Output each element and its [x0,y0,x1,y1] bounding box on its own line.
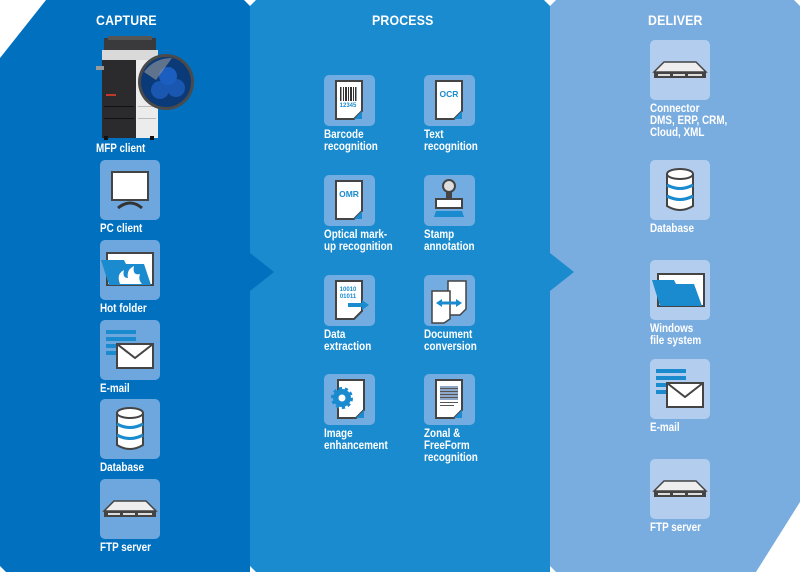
svg-text:OMR: OMR [339,189,359,199]
email-icon [656,369,704,408]
capture-tile [100,240,160,300]
process-item-label: Optical mark-up recognition [324,229,393,253]
zonal-document-icon [435,379,463,419]
capture-tile [100,320,160,380]
deliver-item-ftp-server: FTP server [650,459,760,534]
ocr-document-icon: OCR [435,80,463,120]
deliver-item-label: Database [650,223,694,235]
svg-text:01011: 01011 [340,294,357,300]
deliver-title: DELIVER [648,12,703,28]
deliver-tile [650,40,710,100]
capture-item-label: Database [100,462,144,474]
capture-item-hot-folder: Hot folder [100,240,210,315]
deliver-item-email: E-mail [650,359,760,434]
capture-item-ftp-server: FTP server [100,479,210,554]
process-tile [424,175,475,226]
gear-document-icon [331,379,365,419]
process-tile: 12345 [324,75,375,126]
deliver-tile [650,359,710,419]
mfp-printer-icon [96,36,194,140]
deliver-item-label: E-mail [650,422,680,434]
monitor-icon [111,171,149,210]
server-icon [102,500,158,517]
svg-text:10010: 10010 [340,287,357,293]
deliver-tile [650,459,710,519]
barcode-document-icon: 12345 [335,80,363,120]
stamp-icon [434,179,464,217]
process-to-deliver-arrow [550,253,574,291]
capture-item-label: Hot folder [100,303,147,315]
document-conversion-icon [431,280,467,324]
deliver-item-database: Database [650,160,760,235]
capture-item-label: FTP server [100,542,151,554]
database-icon [666,168,694,211]
server-icon [652,480,708,497]
folder-icon [652,273,705,307]
deliver-tile [650,160,710,220]
process-item-omr: OMR Optical mark-up recognition [324,175,434,253]
process-tile [324,374,375,425]
process-title: PROCESS [372,12,434,28]
process-tile: 10010 01011 [324,275,375,326]
data-extraction-icon: 10010 01011 [335,280,369,320]
capture-column: CAPTURE [0,0,250,572]
svg-text:12345: 12345 [340,103,357,109]
capture-item-label: E-mail [100,383,130,395]
deliver-item-label: FTP server [650,522,701,534]
process-tile [424,275,475,326]
capture-item-email: E-mail [100,320,210,395]
process-tile: OMR [324,175,375,226]
capture-title: CAPTURE [96,12,157,28]
server-icon [652,61,708,78]
process-tile: OCR [424,75,475,126]
capture-item-database: Database [100,399,210,474]
hot-folder-icon [101,252,154,286]
omr-document-icon: OMR [335,180,363,220]
capture-tile [100,160,160,220]
process-tile [424,374,475,425]
deliver-tile [650,260,710,320]
svg-text:OCR: OCR [440,89,459,99]
database-icon [116,407,144,450]
email-icon [106,330,154,369]
capture-tile [100,399,160,459]
capture-tile [100,479,160,539]
capture-item-pc-client: PC client [100,160,210,235]
capture-item-label: PC client [100,223,143,235]
capture-to-process-arrow [250,253,274,291]
capture-item-mfp-client: MFP client [96,36,206,155]
capture-item-label: MFP client [96,143,146,155]
